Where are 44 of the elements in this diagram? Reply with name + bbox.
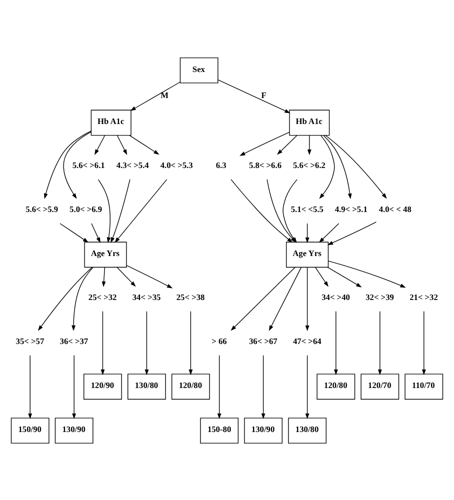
arrow <box>100 310 105 375</box>
arrow <box>318 222 340 242</box>
arrow <box>218 78 290 113</box>
arrow <box>130 81 181 110</box>
arrow <box>114 178 168 242</box>
arrow <box>261 354 266 419</box>
arrow <box>319 134 335 198</box>
arrow <box>72 266 94 330</box>
arrow <box>28 354 32 419</box>
arrow <box>60 222 89 242</box>
arrow <box>240 131 290 156</box>
arrow <box>378 310 382 375</box>
arrow <box>38 266 92 330</box>
arrow <box>422 310 426 375</box>
arrow <box>94 134 106 154</box>
arrow <box>110 178 130 242</box>
arrow <box>328 260 406 288</box>
arrow <box>305 354 310 419</box>
arrow <box>217 354 222 419</box>
arrow <box>63 130 92 198</box>
arrow <box>277 134 298 154</box>
arrow <box>126 264 173 288</box>
arrow <box>334 310 338 375</box>
arrow <box>323 134 352 199</box>
arrow <box>305 266 310 331</box>
arrow <box>129 134 160 154</box>
arrow <box>305 222 310 243</box>
arrow <box>98 178 111 243</box>
arrow <box>230 178 293 242</box>
arrow <box>72 354 76 419</box>
arrow <box>188 310 193 375</box>
arrow <box>91 222 100 242</box>
arrow <box>116 134 128 154</box>
arrow <box>144 310 149 375</box>
arrow <box>116 266 136 286</box>
arrow <box>325 134 387 198</box>
arrow <box>327 221 377 245</box>
arrow <box>327 266 362 287</box>
arrow <box>315 266 328 286</box>
arrow <box>307 134 312 155</box>
arrow <box>268 266 302 330</box>
arrow <box>102 266 106 287</box>
arrow <box>44 130 92 198</box>
arrow <box>230 266 296 330</box>
